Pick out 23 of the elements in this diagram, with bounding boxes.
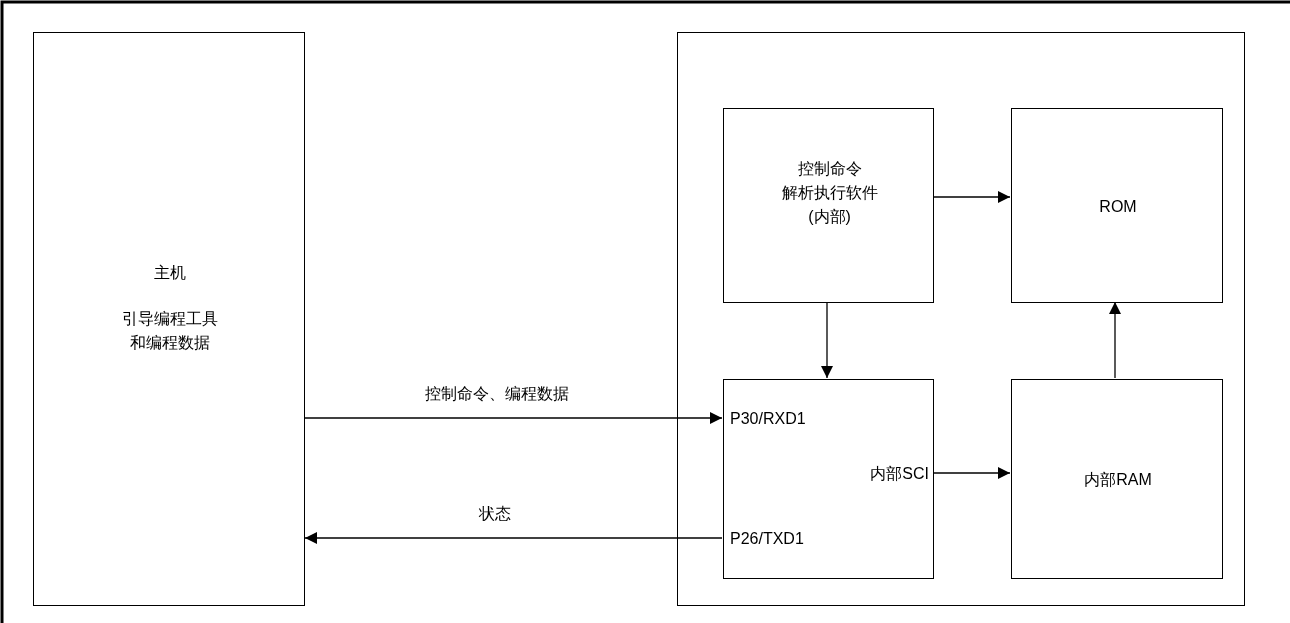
arrow [821,301,833,379]
sci-box [723,379,934,579]
arrow [932,467,1011,479]
arrow [932,191,1011,203]
pin-label: P30/RXD1 [730,409,806,429]
box-label: 内部RAM [1083,470,1153,490]
edge-label: 控制命令、编程数据 [422,384,572,405]
box-label: 主机 [153,263,187,283]
arrow [304,412,723,424]
arrow [1109,301,1121,379]
pin-label: 内部SCI [870,464,929,484]
box-label: (内部) [807,207,852,227]
software-box [723,108,934,303]
rom-box [1011,108,1223,303]
host-box [33,32,305,606]
box-label: 控制命令 [796,159,863,179]
ram-box [1011,379,1223,579]
chip-box [677,32,1245,606]
box-label: 引导编程工具和编程数据 [121,309,219,353]
arrow [304,532,723,544]
box-label: ROM [1098,196,1138,217]
pin-label: P26/TXD1 [730,529,804,549]
box-label: 解析执行软件 [780,183,879,203]
